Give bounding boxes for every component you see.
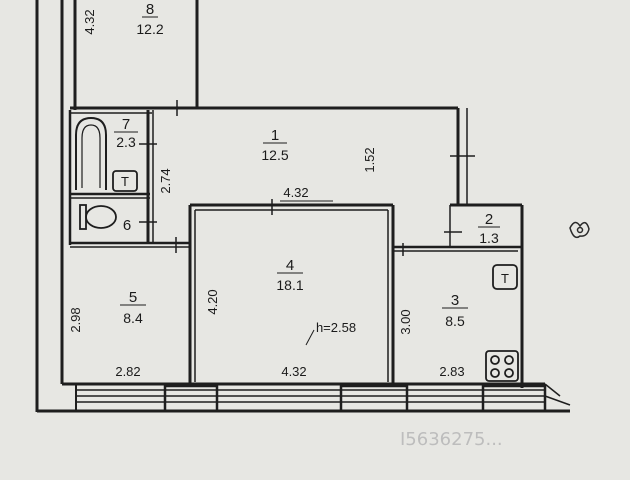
toilet-sign-icon [112,170,138,192]
room-3-bottom-dimension: 2.83 [439,364,464,379]
bathtub-icon [75,116,107,190]
room-1-area: 12.5 [261,147,288,163]
room-7-area: 2.3 [116,134,136,150]
room-4-bottom-dimension: 4.32 [281,364,306,379]
ceiling-height: h=2.58 [316,320,356,335]
room-5-left-dimension: 2.98 [68,307,83,332]
room-4-left-dimension: 4.20 [205,289,220,314]
stove-icon [485,350,519,382]
room-8-walls [73,0,199,110]
hall-walls [70,106,524,388]
gas-riser-icon [492,264,518,290]
toilet-sign-letter: T [121,174,129,189]
room-3-area: 8.5 [445,313,465,329]
door-markers [139,100,475,256]
room-2-area: 1.3 [479,230,499,246]
hall-right-dimension: 1.52 [362,147,377,172]
room-4-top-dimension: 4.32 [283,185,308,200]
room-4-area: 18.1 [276,277,303,293]
hall-left-dimension: 2.74 [158,168,173,193]
bathroom-walls [68,110,190,248]
room-1-number: 1 [271,127,279,144]
dimension-lines [280,200,333,346]
outer-left-wall [35,0,78,413]
room-4-number: 4 [286,257,294,274]
room-3-walls [393,205,522,252]
room-8-number: 8 [146,1,154,18]
room-3-left-dimension: 3.00 [398,309,413,334]
room-8-side-dimension: 4.32 [82,9,97,34]
watermark: I5636275... [400,429,503,450]
gas-riser-letter: T [501,271,509,286]
room-2-number: 2 [485,211,493,228]
room-6-number: 6 [123,217,131,234]
room-4-walls [188,203,395,385]
room-5-number: 5 [129,289,137,306]
compass-icon [569,221,590,239]
room-5-bottom-dimension: 2.82 [115,364,140,379]
toilet-icon [79,204,117,230]
facade-wall [62,382,571,413]
room-5-area: 8.4 [123,310,143,326]
room-7-number: 7 [122,116,130,133]
room-8-area: 12.2 [136,21,163,37]
room-3-number: 3 [451,292,459,309]
